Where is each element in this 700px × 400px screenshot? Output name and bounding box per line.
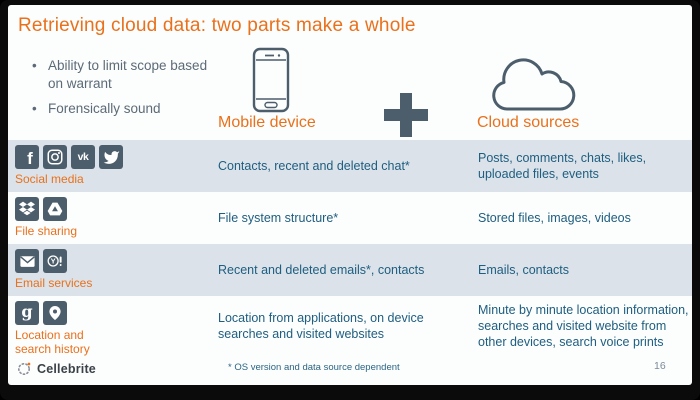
yahoo-mail-icon: Y [43, 249, 67, 273]
google-icon: g [15, 301, 39, 325]
plus-icon [382, 91, 430, 144]
category-social-media: f vk Social media [15, 145, 123, 187]
footnote: * OS version and data source dependent [228, 362, 400, 373]
email-icon [15, 249, 39, 273]
cloud-cell: Posts, comments, chats, likes, uploaded … [478, 151, 647, 181]
cloud-cell: Minute by minute location information, s… [478, 303, 689, 349]
map-pin-icon [43, 301, 67, 325]
category-email-services: Y Email services [15, 249, 92, 291]
table-row-location-search: g Location and search history Location f… [8, 296, 692, 356]
slide: Retrieving cloud data: two parts make a … [8, 5, 692, 385]
column-header-mobile: Mobile device [218, 114, 316, 131]
category-label: File sharing [15, 224, 78, 238]
column-header-cloud: Cloud sources [477, 114, 580, 131]
page-title: Retrieving cloud data: two parts make a … [18, 15, 416, 36]
bullet-item: Ability to limit scope based on warrant [32, 57, 212, 93]
mobile-cell: Location from applications, on device se… [218, 311, 424, 341]
cellebrite-logo-icon [18, 362, 31, 375]
instagram-icon [43, 145, 67, 169]
brand-name: Cellebrite [37, 362, 96, 376]
cloud-icon [482, 53, 586, 118]
cellebrite-logo: Cellebrite [16, 361, 96, 377]
facebook-icon: f [15, 145, 39, 169]
mobile-cell: File system structure* [218, 211, 339, 225]
twitter-icon [99, 145, 123, 169]
cloud-cell: Emails, contacts [478, 263, 570, 277]
category-label: Location and search history [15, 328, 90, 356]
page-number: 16 [654, 360, 666, 372]
category-label: Social media [15, 172, 84, 186]
mobile-cell: Contacts, recent and deleted chat* [218, 159, 410, 173]
mobile-device-icon [252, 47, 290, 118]
table-row-file-sharing: File sharing File system structure* Stor… [8, 192, 692, 244]
table-row-email-services: Y Email services Recent and deleted emai… [8, 244, 692, 296]
svg-text:Y: Y [51, 257, 56, 266]
category-file-sharing: File sharing [15, 197, 77, 239]
vk-icon: vk [71, 145, 95, 169]
bullet-list: Ability to limit scope based on warrant … [32, 57, 212, 124]
bullet-item: Forensically sound [32, 100, 212, 118]
category-label: Email services [15, 276, 93, 290]
dropbox-icon [15, 197, 39, 221]
cloud-cell: Stored files, images, videos [478, 211, 631, 225]
category-location-search: g Location and search history [15, 301, 107, 357]
google-drive-icon [43, 197, 67, 221]
table-row-social-media: f vk Social media Contacts, recent and d… [8, 140, 692, 192]
mobile-cell: Recent and deleted emails*, contacts [218, 263, 425, 277]
